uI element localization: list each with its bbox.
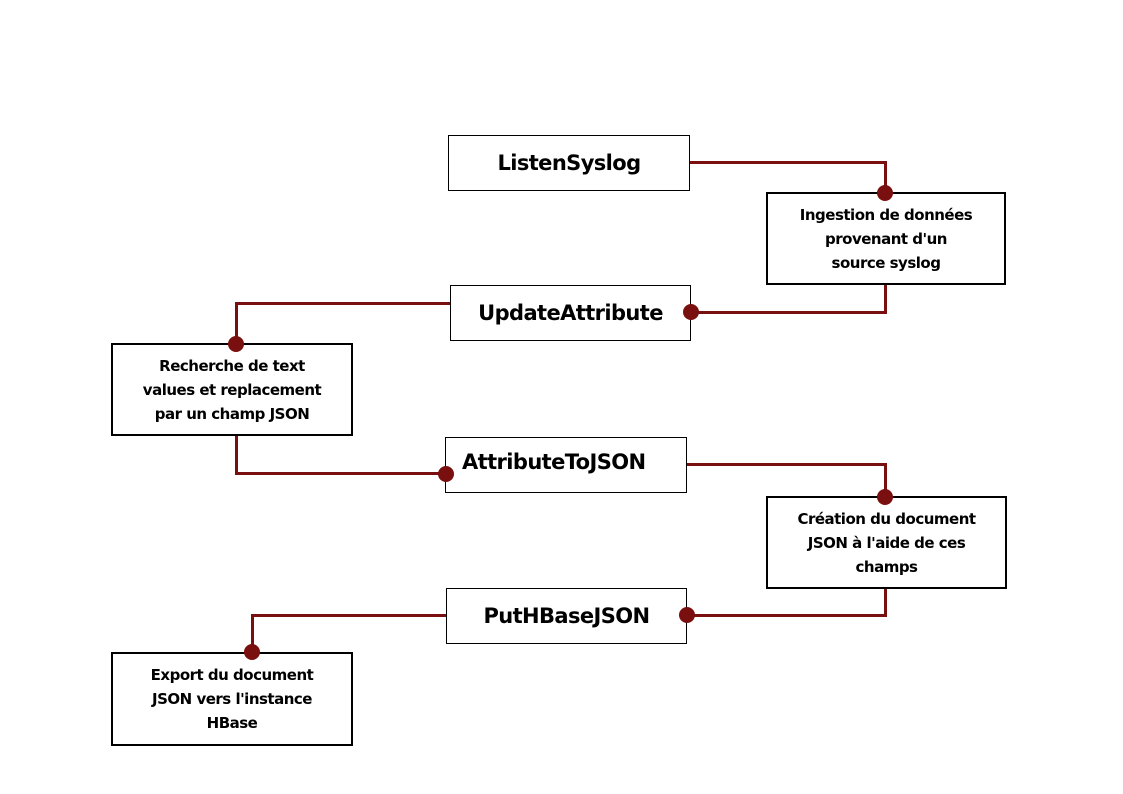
processor-label: UpdateAttribute — [478, 301, 663, 325]
connector-search-to-attr2json — [235, 472, 446, 475]
note-line: JSON à l'aide de ces — [807, 533, 966, 552]
connector-ingest-to-update — [690, 311, 887, 314]
connector-puthbase-to-export — [251, 614, 446, 617]
processor-label: AttributeToJSON — [462, 450, 646, 474]
connector-ingest-to-update — [884, 285, 887, 314]
connector-dot — [877, 185, 893, 201]
note-document-creation: Création du document JSON à l'aide de ce… — [766, 496, 1007, 589]
connector-dot — [438, 466, 454, 482]
connector-search-to-attr2json — [235, 436, 238, 475]
connector-create-to-puthbase — [884, 589, 887, 617]
connector-dot — [228, 336, 244, 352]
connector-update-to-search — [235, 302, 450, 305]
processor-puthbasejson[interactable]: PutHBaseJSON — [446, 588, 687, 644]
note-search-replace: Recherche de text values et replacement … — [111, 343, 353, 436]
note-export: Export du document JSON vers l'instance … — [111, 652, 353, 746]
processor-attributetojson[interactable]: AttributeToJSON — [445, 437, 687, 493]
connector-dot — [877, 489, 893, 505]
note-line: JSON vers l'instance — [152, 690, 312, 708]
processor-label: ListenSyslog — [497, 151, 641, 175]
connector-listen-to-ingest — [884, 161, 887, 193]
note-line: values et replacement — [142, 380, 322, 399]
processor-label: PutHBaseJSON — [483, 604, 650, 628]
connector-update-to-search — [235, 302, 238, 345]
note-line: par un champ JSON — [154, 404, 310, 423]
connector-dot — [679, 607, 695, 623]
connector-create-to-puthbase — [686, 614, 887, 617]
connector-listen-to-ingest — [690, 161, 887, 164]
note-line: Export du document — [150, 666, 314, 684]
note-line: Ingestion de données — [799, 205, 973, 224]
processor-updateattribute[interactable]: UpdateAttribute — [450, 285, 691, 341]
connector-puthbase-to-export — [251, 614, 254, 653]
note-line: Création du document — [797, 509, 976, 528]
note-line: Recherche de text — [159, 356, 305, 375]
connector-attr2json-to-create — [686, 463, 887, 466]
connector-dot — [683, 304, 699, 320]
note-line: HBase — [206, 714, 258, 732]
note-line: provenant d'un — [825, 229, 947, 248]
processor-listensyslog[interactable]: ListenSyslog — [448, 135, 690, 191]
note-line: source syslog — [831, 253, 941, 272]
note-line: champs — [855, 557, 919, 576]
connector-attr2json-to-create — [884, 463, 887, 497]
note-ingestion: Ingestion de données provenant d'un sour… — [766, 192, 1006, 285]
connector-dot — [244, 644, 260, 660]
